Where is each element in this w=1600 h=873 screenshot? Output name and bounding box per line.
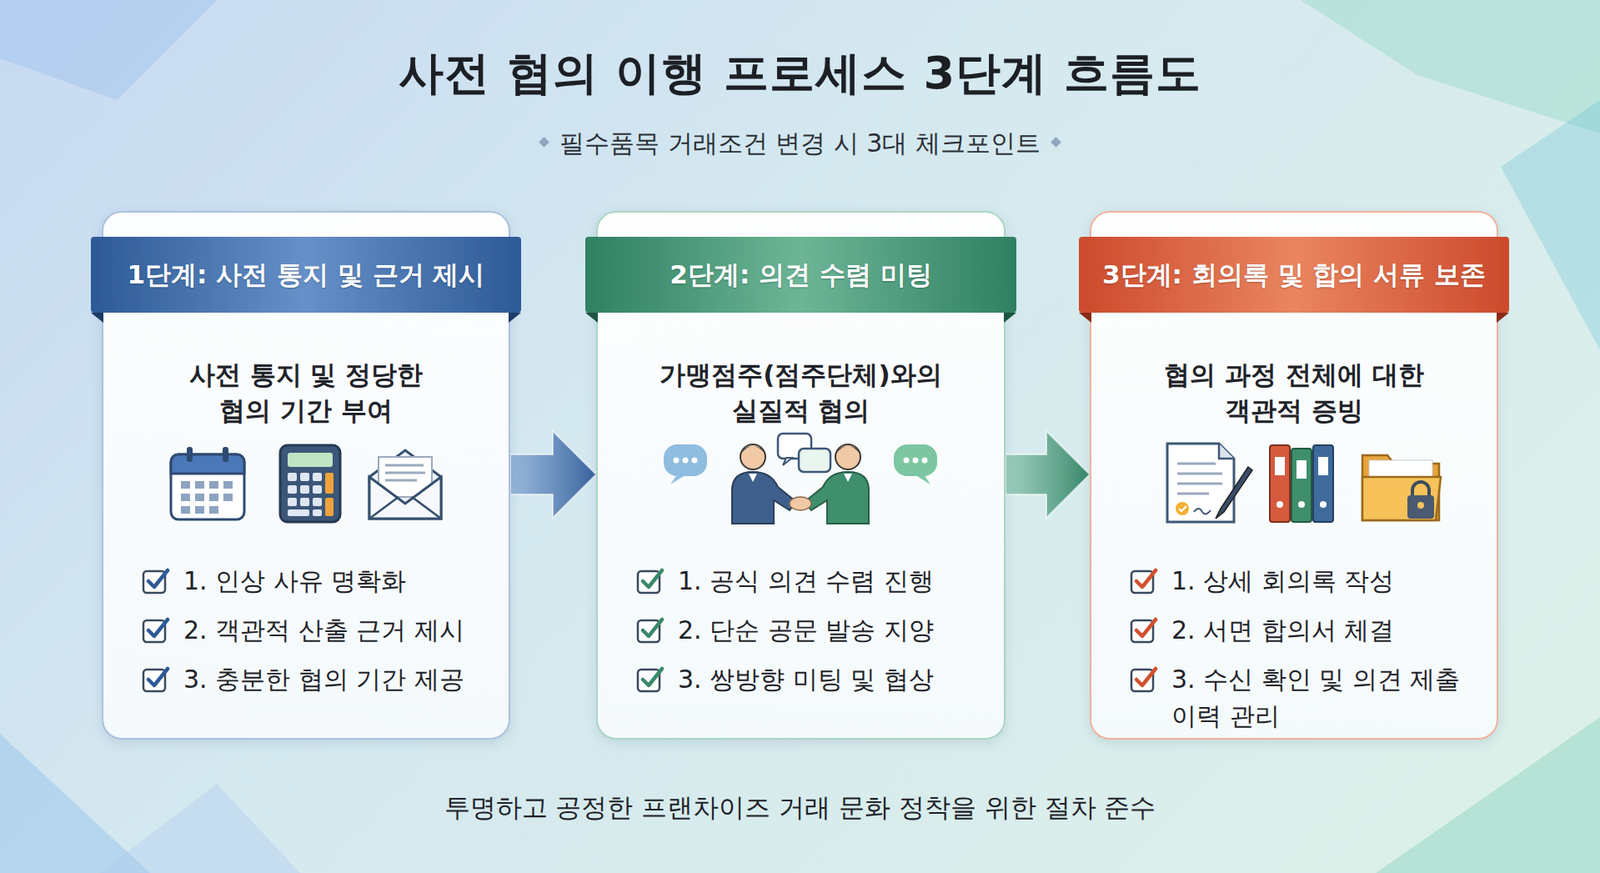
band-fold: [1078, 312, 1092, 323]
checklist-item: 2. 단순 공문 발송 지양: [636, 611, 989, 649]
check-mark: [1136, 668, 1156, 686]
checklist-text: 3. 충분한 협의 기간 제공: [183, 661, 465, 698]
envelope-icon: [369, 450, 442, 519]
flow-arrow: [510, 431, 597, 518]
checkbox-icon: [636, 664, 665, 693]
checkbox-frame: [1131, 620, 1154, 643]
binders-icon: [1269, 445, 1334, 522]
checklist-text: 2. 서면 합의서 체결: [1171, 611, 1395, 649]
step-card: 1단계: 사전 통지 및 근거 제시사전 통지 및 정당한 협의 기간 부여1.…: [101, 210, 511, 740]
folder-lock-icon: [1362, 455, 1441, 521]
checkbox-icon: [1129, 615, 1159, 644]
checklist-text: 3. 쌍방향 미팅 및 협상: [677, 661, 934, 698]
checklist-item: 3. 충분한 협의 기간 제공: [141, 661, 494, 698]
diagram-caption: 투명하고 공정한 프랜차이즈 거래 문화 정착을 위한 절차 준수: [0, 790, 1600, 826]
band-fold: [1496, 312, 1510, 323]
step-subheading-wrap: 사전 통지 및 정당한 협의 기간 부여: [103, 356, 509, 430]
step-subheading: 가맹점주(점주단체)와의 실질적 협의: [642, 356, 960, 430]
checkbox-frame: [143, 620, 166, 643]
step-card: 2단계: 의견 수렴 미팅가맹점주(점주단체)와의 실질적 협의1. 공식 의견…: [596, 210, 1006, 740]
document-icon: [1167, 443, 1253, 522]
checkbox-icon: [1129, 664, 1159, 693]
checklist-item: 3. 수신 확인 및 의견 제출 이력 관리: [1129, 661, 1482, 734]
band-fold: [1003, 312, 1017, 323]
subtitle-row: 필수품목 거래조건 변경 시 3대 체크포인트: [0, 126, 1600, 161]
checkbox-icon: [141, 615, 171, 644]
decor-shape: [1500, 100, 1600, 351]
checklist-item: 2. 객관적 산출 근거 제시: [141, 611, 494, 649]
meeting-icon: [663, 433, 938, 524]
diamond-mark: [538, 136, 550, 148]
check-mark: [148, 619, 168, 637]
check-mark: [148, 570, 168, 587]
decor-shape: [1300, 0, 1600, 134]
checkbox-icon: [636, 566, 665, 595]
step-header: 2단계: 의견 수렴 미팅: [585, 236, 1017, 313]
flow-arrow: [1005, 431, 1090, 518]
checkbox-frame: [1131, 571, 1154, 593]
band-fold: [90, 312, 104, 323]
checklist-item: 3. 쌍방향 미팅 및 협상: [636, 661, 989, 698]
check-mark: [642, 619, 663, 637]
checklist-item: 1. 상세 회의록 작성: [1129, 562, 1482, 600]
step-subheading: 협의 과정 전체에 대한 객관적 증빙: [1152, 356, 1436, 430]
checklist-text: 1. 공식 의견 수렴 진행: [677, 562, 934, 600]
checkbox-icon: [1129, 566, 1159, 595]
check-mark: [642, 668, 663, 686]
checklist-text: 1. 상세 회의록 작성: [1171, 562, 1395, 600]
calculator-icon: [280, 445, 341, 522]
band-fold: [585, 312, 598, 323]
checklist-text: 2. 단순 공문 발송 지양: [677, 611, 934, 649]
checkbox-frame: [143, 571, 166, 593]
checklist-text: 3. 수신 확인 및 의견 제출 이력 관리: [1171, 661, 1482, 734]
decor-shape: [0, 0, 217, 101]
checkbox-frame: [637, 571, 660, 593]
diamond-mark: [1050, 136, 1062, 148]
diagram-title: 사전 협의 이행 프로세스 3단계 흐름도: [0, 43, 1600, 105]
checkbox-icon: [141, 664, 171, 693]
decor-shape: [100, 783, 301, 873]
checklist-item: 1. 인상 사유 명확화: [141, 562, 494, 600]
subtitle-label: 필수품목 거래조건 변경 시 3대 체크포인트: [559, 128, 1041, 158]
checklist-item: 2. 서면 합의서 체결: [1129, 611, 1482, 649]
step-subheading-wrap: 협의 과정 전체에 대한 객관적 증빙: [1091, 356, 1497, 430]
step-header: 3단계: 회의록 및 합의 서류 보존: [1078, 236, 1510, 313]
checklist-text: 2. 객관적 산출 근거 제시: [183, 611, 465, 649]
step-subheading-wrap: 가맹점주(점주단체)와의 실질적 협의: [597, 356, 1004, 430]
step-subheading: 사전 통지 및 정당한 협의 기간 부여: [176, 356, 436, 430]
check-mark: [642, 570, 663, 587]
checkbox-frame: [637, 669, 660, 692]
calendar-icon: [170, 446, 245, 520]
checkbox-frame: [637, 620, 660, 643]
checkbox-frame: [1131, 669, 1154, 692]
check-mark: [148, 668, 168, 686]
check-mark: [1136, 619, 1156, 637]
checkbox-icon: [636, 615, 665, 644]
checkbox-frame: [143, 669, 166, 692]
checklist-text: 1. 인상 사유 명확화: [183, 562, 407, 600]
check-mark: [1136, 570, 1156, 587]
checkbox-icon: [141, 566, 171, 595]
decor-shape: [1375, 717, 1600, 873]
checklist-item: 1. 공식 의견 수렴 진행: [636, 562, 989, 600]
band-fold: [508, 312, 522, 323]
step-card: 3단계: 회의록 및 합의 서류 보존협의 과정 전체에 대한 객관적 증빙1.…: [1089, 210, 1499, 740]
step-header: 1단계: 사전 통지 및 근거 제시: [90, 236, 522, 313]
